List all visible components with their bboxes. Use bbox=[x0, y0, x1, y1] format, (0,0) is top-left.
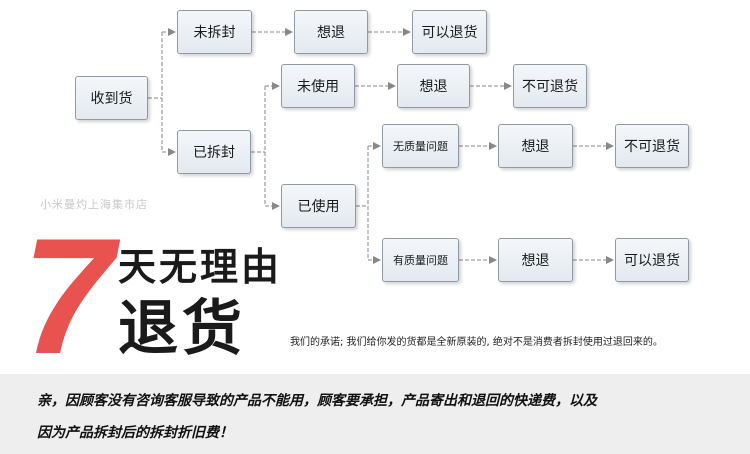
headline-number: 7 bbox=[22, 204, 114, 388]
node-unused: 未使用 bbox=[281, 64, 355, 108]
store-watermark: 小米曼灼上海集市店 bbox=[40, 198, 148, 211]
node-not-returnable-no-issue: 不可退货 bbox=[615, 124, 689, 168]
footer-notice: 亲，因顾客没有咨询客服导致的产品不能用，顾客要承担，产品寄出和退回的快递费，以及… bbox=[0, 374, 750, 454]
node-returnable-unopened: 可以退货 bbox=[412, 10, 487, 54]
node-received: 收到货 bbox=[75, 76, 148, 120]
headline-line2: 退货 bbox=[118, 294, 246, 364]
node-has-quality-issue: 有质量问题 bbox=[382, 238, 459, 282]
node-opened: 已拆封 bbox=[177, 130, 251, 174]
node-want-return-unopened: 想退 bbox=[294, 10, 368, 54]
node-unopened: 未拆封 bbox=[177, 10, 252, 54]
promise-text: 我们的承诺; 我们给你发的货都是全新原装的, 绝对不是消费者拆封使用过退回来的。 bbox=[290, 337, 663, 348]
node-not-returnable-unused: 不可退货 bbox=[513, 64, 587, 108]
node-returnable-has-issue: 可以退货 bbox=[615, 238, 689, 282]
node-no-quality-issue: 无质量问题 bbox=[382, 124, 459, 168]
node-want-return-unused: 想退 bbox=[397, 64, 470, 108]
node-want-return-no-issue: 想退 bbox=[498, 124, 573, 168]
node-used: 已使用 bbox=[281, 184, 356, 228]
node-want-return-has-issue: 想退 bbox=[498, 238, 573, 282]
footer-line2: 因为产品拆封后的拆封折旧费！ bbox=[37, 425, 233, 441]
headline-line1: 天无理由 bbox=[118, 245, 283, 289]
footer-line1: 亲，因顾客没有咨询客服导致的产品不能用，顾客要承担，产品寄出和退回的快递费，以及 bbox=[37, 393, 597, 409]
